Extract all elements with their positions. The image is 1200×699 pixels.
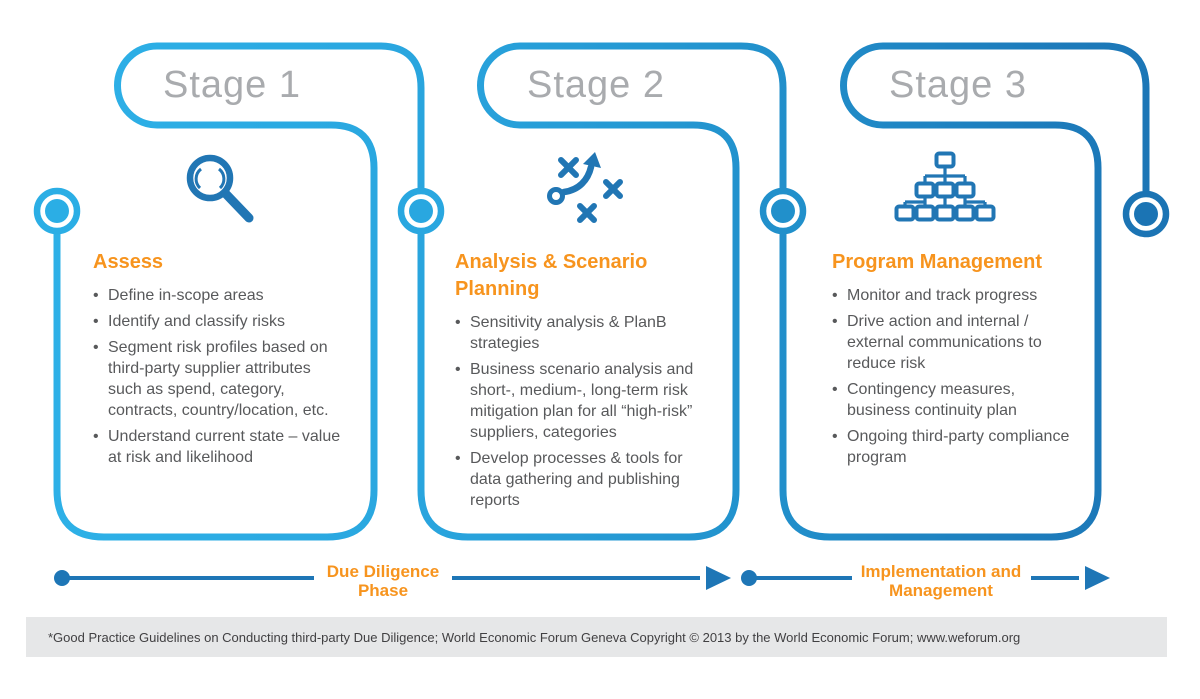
stage-node-circle-1 — [33, 187, 81, 235]
due-diligence-phase-label: Due Diligence Phase — [326, 562, 440, 600]
stage-1-panel: Assess Define in-scope areas Identify an… — [93, 249, 343, 473]
stage-2-heading: Analysis & Scenario Planning — [455, 251, 648, 300]
footer-note: *Good Practice Guidelines on Conducting … — [48, 629, 1021, 645]
stage-node-circle-2 — [397, 187, 445, 235]
stage-3-panel: Program Management Monitor and track pro… — [832, 249, 1080, 473]
bullet-item: Monitor and track progress — [832, 285, 1080, 306]
stage-1-bullet-list: Define in-scope areas Identify and class… — [93, 285, 343, 468]
stage-2-bullet-list: Sensitivity analysis & PlanB strategies … — [455, 312, 715, 511]
bullet-item: Business scenario analysis and short-, m… — [455, 359, 715, 443]
due-diligence-arrow — [54, 566, 731, 590]
stage-1-title: Stage 1 — [163, 64, 301, 106]
bullet-item: Sensitivity analysis & PlanB strategies — [455, 312, 715, 354]
org-chart-icon — [894, 151, 996, 222]
bullet-item: Define in-scope areas — [93, 285, 343, 306]
stage-2-title: Stage 2 — [527, 64, 665, 106]
bullet-item: Drive action and internal / external com… — [832, 311, 1080, 374]
stage-flow-line — [53, 42, 1150, 541]
stage-3-title: Stage 3 — [889, 64, 1027, 106]
stage-node-circle-4 — [1122, 190, 1170, 238]
magnifier-icon — [186, 154, 254, 223]
stage-2-panel: Analysis & Scenario Planning Sensitivity… — [455, 249, 715, 516]
bullet-item: Segment risk profiles based on third-par… — [93, 337, 343, 421]
bullet-item: Identify and classify risks — [93, 311, 343, 332]
stage-node-circle-3 — [759, 187, 807, 235]
bullet-item: Understand current state – value at risk… — [93, 426, 343, 468]
footer-bar: *Good Practice Guidelines on Conducting … — [26, 617, 1167, 657]
stage-1-heading: Assess — [93, 251, 164, 273]
bullet-item: Develop processes & tools for data gathe… — [455, 448, 715, 511]
bullet-item: Ongoing third-party compliance program — [832, 426, 1080, 468]
stage-3-bullet-list: Monitor and track progress Drive action … — [832, 285, 1080, 468]
strategy-icon — [547, 152, 623, 223]
implementation-management-label: Implementation and Management — [860, 562, 1022, 600]
bullet-item: Contingency measures, business continuit… — [832, 379, 1080, 421]
implementation-arrow — [741, 566, 1110, 590]
stage-3-heading: Program Management — [832, 251, 1043, 273]
